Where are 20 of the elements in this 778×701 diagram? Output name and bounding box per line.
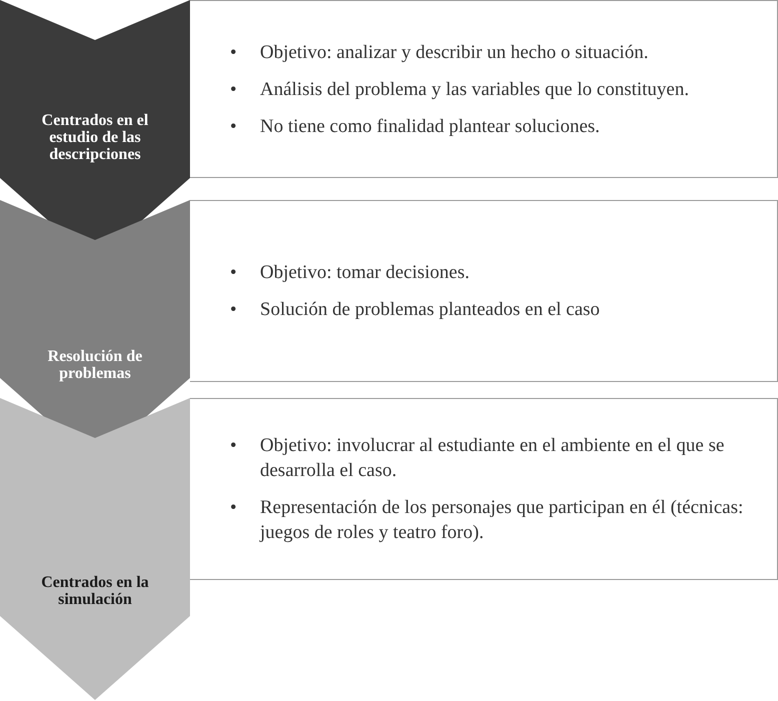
bullet-text: No tiene como finalidad plantear soluciones.	[260, 114, 600, 138]
bullet-text: Representación de los personajes que participan en él (técnicas: juegos de roles y teatro foro).	[260, 496, 744, 545]
bullet-text: Objetivo: analizar y describir un hecho o situación.	[260, 40, 648, 64]
bullet-text: Análisis del problema y las variables que lo constituyen.	[260, 78, 689, 102]
bullet-text: Objetivo: involucrar al estudiante en el ambiente en el que se desarrolla el caso.	[260, 434, 726, 483]
bullet-text: Solución de problemas planteados en el caso	[260, 298, 600, 322]
bullet-marker: •	[230, 40, 238, 64]
chevron-label: Centrados en la simulación	[40, 574, 150, 608]
chevron-label: Resolución de problemas	[46, 348, 144, 382]
text-panel	[190, 200, 778, 382]
text-panel	[190, 398, 778, 580]
chevron-label: Centrados en el estudio de las descripciones	[40, 112, 150, 163]
bullet-marker: •	[230, 261, 238, 285]
bullet-marker: •	[230, 78, 238, 102]
bullet-marker: •	[230, 114, 238, 138]
bullet-marker: •	[230, 298, 238, 322]
bullet-marker: •	[230, 496, 238, 520]
bullet-text: Objetivo: tomar decisiones.	[260, 261, 470, 285]
text-panel	[190, 0, 778, 178]
bullet-marker: •	[230, 434, 238, 458]
